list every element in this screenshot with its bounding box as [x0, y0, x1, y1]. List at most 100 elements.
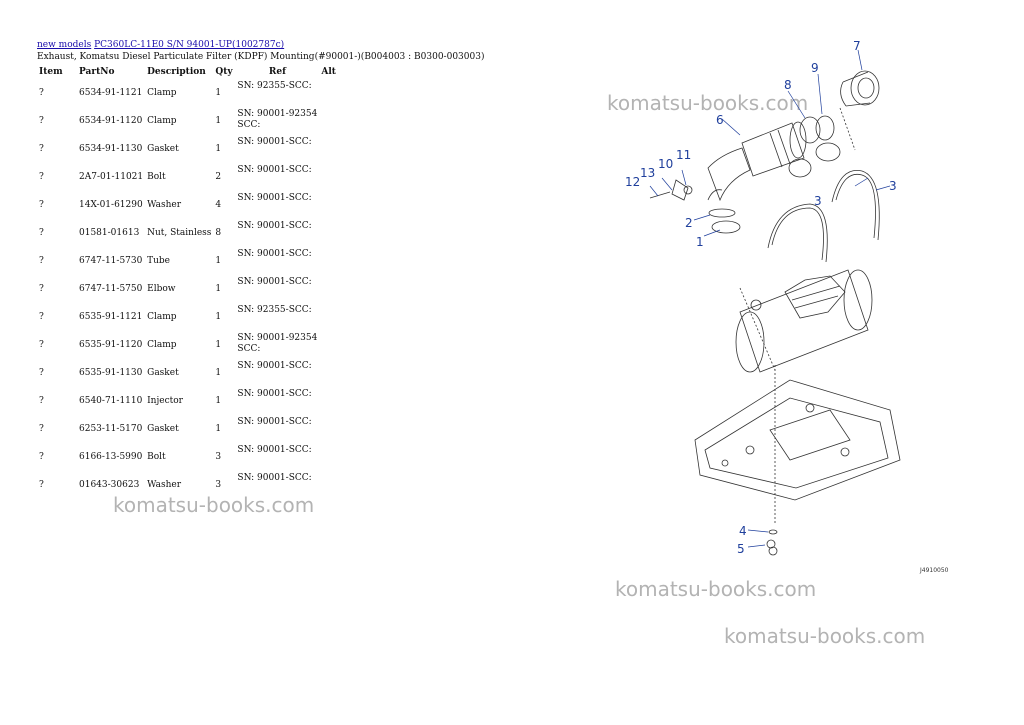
cell-description: Elbow: [147, 284, 176, 294]
cell-qty: 2: [215, 172, 222, 182]
cell-partno: 6540-71-1110: [79, 396, 143, 406]
cell-alt: [319, 359, 338, 387]
breadcrumb-link-new-models[interactable]: new models: [37, 40, 92, 50]
cell-qty: 8: [215, 228, 222, 238]
part-7-cap: [840, 70, 880, 107]
cell-qty: 1: [215, 284, 222, 294]
cell-qty: 1: [215, 424, 222, 434]
cell-alt: [319, 303, 338, 331]
cell-ref: SN: 90001-SCC:: [237, 137, 312, 147]
cell-qty: 1: [215, 144, 222, 154]
cell-partno: 6747-11-5730: [79, 256, 143, 266]
cell-partno: 6166-13-5990: [79, 452, 143, 462]
cell-partno: 6535-91-1120: [79, 340, 143, 350]
cell-item: ?: [39, 424, 44, 434]
cell-qty: 1: [215, 256, 222, 266]
part-6-tube: [741, 121, 807, 177]
callout-12: 12: [625, 175, 640, 189]
cell-item: ?: [39, 172, 44, 182]
cell-description: Tube: [147, 256, 171, 266]
cell-partno: 6535-91-1130: [79, 368, 143, 378]
cell-description: Clamp: [147, 312, 177, 322]
callout-3: 3: [889, 179, 897, 193]
cell-qty: 1: [215, 312, 222, 322]
cell-item: ?: [39, 368, 44, 378]
callout-4: 4: [739, 524, 747, 538]
cell-qty: 1: [215, 368, 222, 378]
cell-item: ?: [39, 312, 44, 322]
cell-description: Clamp: [147, 116, 177, 126]
cell-alt: [319, 471, 338, 499]
part-gasket-lower: [788, 158, 812, 178]
cell-alt: [319, 219, 338, 247]
cell-description: Clamp: [147, 88, 177, 98]
watermark: komatsu-books.com: [113, 493, 315, 517]
cell-alt: [319, 163, 338, 191]
cell-alt: [319, 107, 338, 135]
callout-9: 9: [811, 61, 819, 75]
header-ref: Ref: [268, 67, 286, 77]
cell-alt: [319, 79, 338, 107]
cell-item: ?: [39, 256, 44, 266]
cell-partno: 6534-91-1130: [79, 144, 143, 154]
cell-alt: [319, 135, 338, 163]
cell-item: ?: [39, 88, 44, 98]
cell-description: Bolt: [147, 172, 166, 182]
cell-qty: 3: [215, 480, 222, 490]
cell-description: Gasket: [147, 368, 179, 378]
cell-qty: 1: [215, 88, 222, 98]
cell-ref: SN: 90001-92354 SCC:: [237, 109, 318, 130]
watermark: komatsu-books.com: [724, 624, 926, 648]
cell-partno: 6747-11-5750: [79, 284, 143, 294]
cell-alt: [319, 387, 338, 415]
part-5-bolt: [766, 539, 776, 549]
breadcrumb-link-model[interactable]: PC360LC-11E0 S/N 94001-UP(1002787c): [94, 40, 285, 50]
callout-13: 13: [640, 166, 655, 180]
cell-item: ?: [39, 284, 44, 294]
cell-description: Gasket: [147, 424, 179, 434]
part-5-bolt: [768, 546, 778, 556]
part-3-ubolt-left: [771, 207, 824, 261]
callout-1: 1: [696, 235, 704, 249]
cell-partno: 01581-01613: [79, 228, 140, 238]
cell-item: ?: [39, 396, 44, 406]
cell-partno: 01643-30623: [79, 480, 140, 490]
callout-6: 6: [716, 113, 724, 127]
cell-ref: SN: 90001-SCC:: [237, 249, 312, 259]
callout-7: 7: [853, 39, 861, 53]
breadcrumb: new models PC360LC-11E0 S/N 94001-UP(100…: [37, 40, 284, 50]
cell-description: Injector: [147, 396, 183, 406]
cell-partno: 14X-01-61290: [79, 200, 143, 210]
cell-item: ?: [39, 452, 44, 462]
cell-qty: 4: [215, 200, 222, 210]
exploded-parts-diagram: 1 2 3 3 4 5 6 7 8 9 10 11 12 13 J4910050: [625, 39, 949, 574]
cell-partno: 6534-91-1121: [79, 88, 143, 98]
part-4-washer: [768, 529, 778, 535]
header-partno: PartNo: [79, 67, 115, 77]
part-9-ring: [815, 115, 835, 141]
part-injector: [671, 179, 689, 201]
cell-ref: SN: 90001-SCC:: [237, 473, 312, 483]
cell-partno: 6253-11-5170: [79, 424, 143, 434]
parts-table: Item PartNo Description Qty Ref Alt ?653…: [37, 65, 338, 499]
cell-qty: 1: [215, 340, 222, 350]
part-8-ring: [799, 116, 821, 144]
header-description: Description: [147, 67, 206, 77]
cell-alt: [319, 443, 338, 471]
part-clamp-lower: [815, 142, 841, 162]
callout-11: 11: [676, 148, 691, 162]
cell-ref: SN: 90001-SCC:: [237, 389, 312, 399]
cell-ref: SN: 90001-SCC:: [237, 221, 312, 231]
cell-item: ?: [39, 200, 44, 210]
callout-2: 2: [685, 216, 693, 230]
